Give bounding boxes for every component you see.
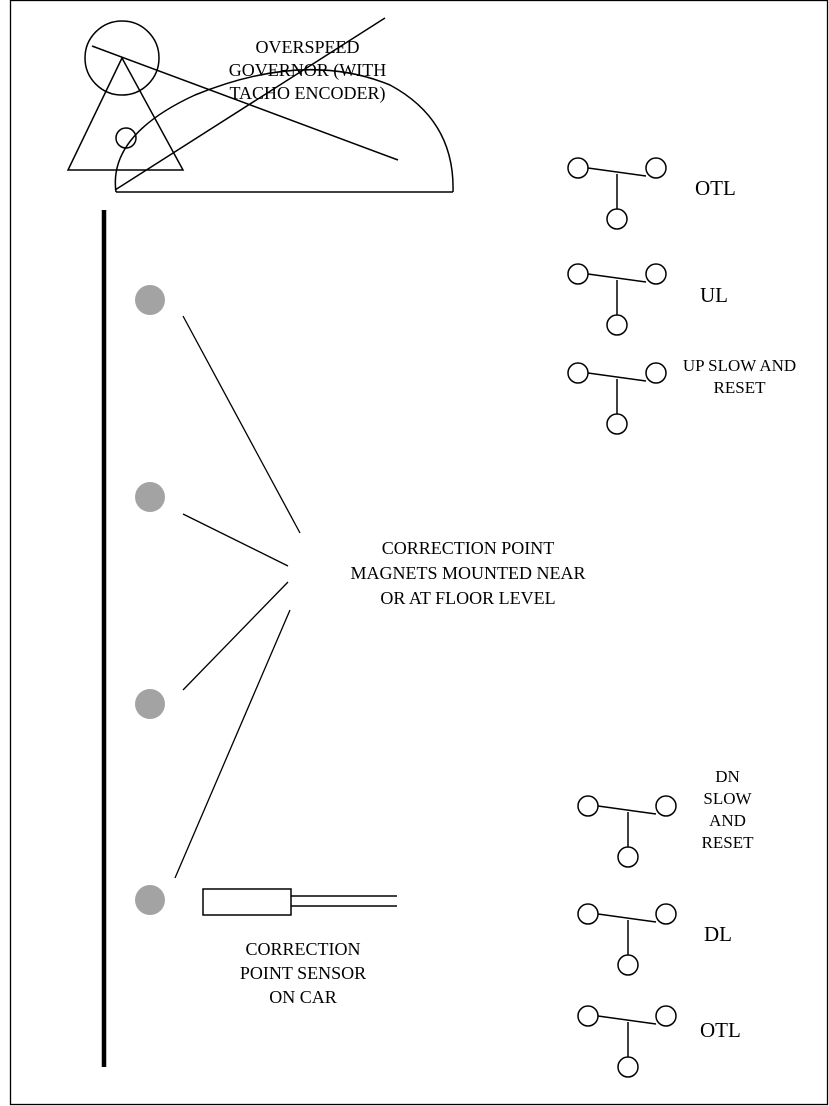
switch-otl-top <box>567 157 667 230</box>
governor-cross-2 <box>114 17 386 191</box>
sensor-label: CORRECTION POINT SENSOR ON CAR <box>239 939 367 1007</box>
governor-encoder-arc <box>114 69 454 193</box>
leader-line-3 <box>182 581 289 691</box>
magnet-2 <box>135 482 165 512</box>
switch-label-dn-slow: DN SLOW AND RESET <box>701 767 754 852</box>
magnets <box>135 285 165 915</box>
governor-frame <box>66 56 185 171</box>
switch-otl-bottom <box>577 1005 677 1078</box>
magnet-1 <box>135 285 165 315</box>
page-border <box>9 0 829 1106</box>
switch-label-ul: UL <box>700 283 728 307</box>
governor-sheave <box>84 20 160 96</box>
switch-ul <box>567 263 667 336</box>
switch-dl <box>577 903 677 976</box>
switch-up-slow <box>567 362 667 435</box>
governor-cross-1 <box>91 45 399 161</box>
leader-line-4 <box>174 609 291 879</box>
switch-label-otl-top: OTL <box>695 176 736 200</box>
governor-symbol <box>66 17 454 193</box>
switch-dn-slow <box>577 795 677 868</box>
magnet-3 <box>135 689 165 719</box>
leader-line-1 <box>182 315 301 534</box>
magnets-label: CORRECTION POINT MAGNETS MOUNTED NEAR OR… <box>350 538 586 608</box>
switch-label-dl: DL <box>704 922 732 946</box>
magnet-4 <box>135 885 165 915</box>
correction-sensor <box>202 888 397 916</box>
leader-line-2 <box>182 513 289 567</box>
governor-label: OVERSPEED GOVERNOR (WITH TACHO ENCODER) <box>228 37 387 103</box>
sensor-body <box>202 888 292 916</box>
switch-label-up-slow: UP SLOW AND RESET <box>682 356 797 397</box>
magnet-leader-lines <box>174 315 301 879</box>
switch-label-otl-bottom: OTL <box>700 1018 741 1042</box>
limit-switches <box>567 157 677 1078</box>
